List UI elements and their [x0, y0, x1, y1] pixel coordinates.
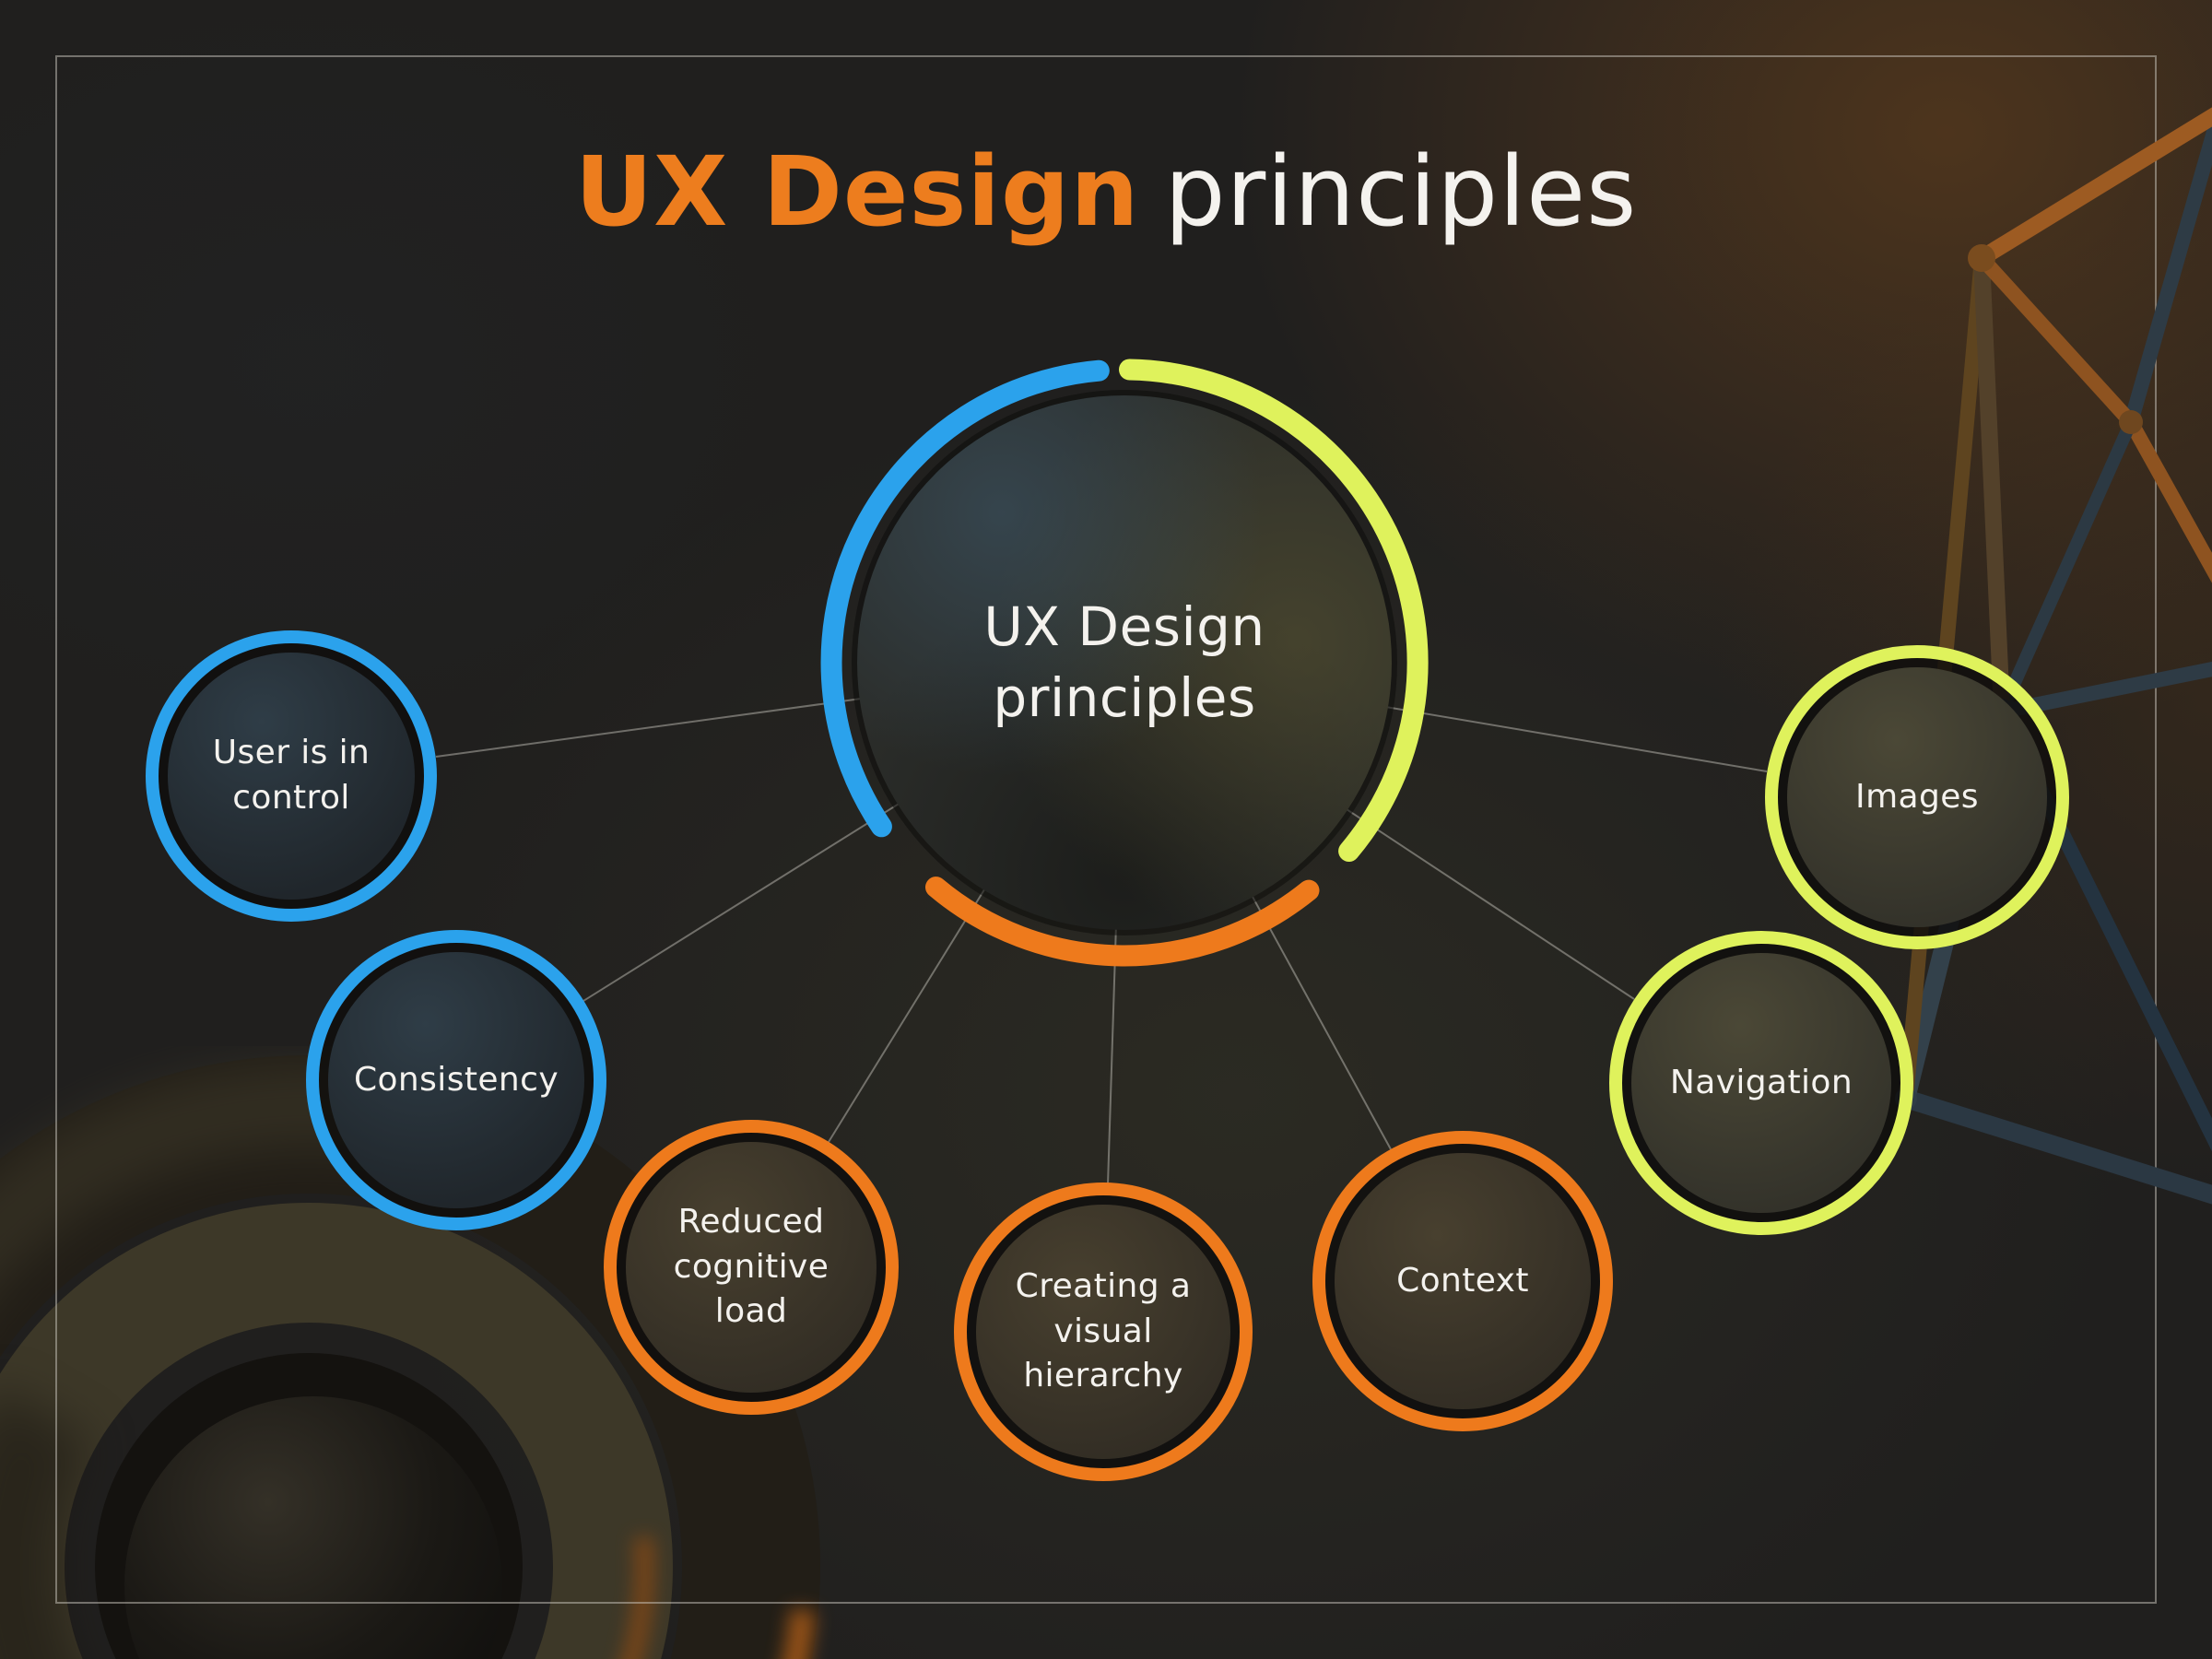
central-arc-blue [820, 359, 1110, 838]
node-label: User is in control [212, 734, 371, 817]
torus-3d-decoration [0, 1055, 820, 1659]
page-title-rest: principles [1164, 135, 1638, 248]
node-images-body: Images [1787, 667, 2047, 927]
node-label: Reduced cognitive load [673, 1203, 830, 1331]
central-node: UX Design principles [820, 359, 1429, 967]
central-node-ring-arcs [820, 359, 1429, 967]
node-label: Context [1396, 1261, 1529, 1300]
node-consistency-body: Consistency [328, 952, 584, 1208]
node-creating-visual-hierarchy-body: Creating a visual hierarchy [976, 1205, 1230, 1459]
node-label: Consistency [353, 1060, 559, 1099]
node-user-in-control-body: User is in control [168, 653, 415, 900]
node-images: Images [1765, 645, 2069, 949]
node-label: Creating a visual hierarchy [1015, 1267, 1192, 1395]
node-label: Images [1855, 777, 1979, 816]
central-node-label: UX Design principles [983, 595, 1265, 729]
node-reduced-cognitive-load: Reduced cognitive load [604, 1120, 899, 1415]
node-context-body: Context [1335, 1153, 1591, 1409]
node-user-in-control: User is in control [146, 630, 437, 922]
node-consistency: Consistency [306, 930, 606, 1230]
central-node-body: UX Design principles [857, 395, 1392, 930]
node-label: Navigation [1669, 1063, 1853, 1101]
node-context: Context [1312, 1131, 1613, 1431]
node-creating-visual-hierarchy: Creating a visual hierarchy [954, 1182, 1253, 1481]
node-navigation: Navigation [1609, 931, 1913, 1235]
node-reduced-cognitive-load-body: Reduced cognitive load [626, 1142, 877, 1393]
page-title-highlight: UX Design [574, 135, 1140, 248]
central-arc-lime [1119, 359, 1429, 862]
central-arc-orange [925, 877, 1320, 967]
node-navigation-body: Navigation [1631, 953, 1891, 1213]
